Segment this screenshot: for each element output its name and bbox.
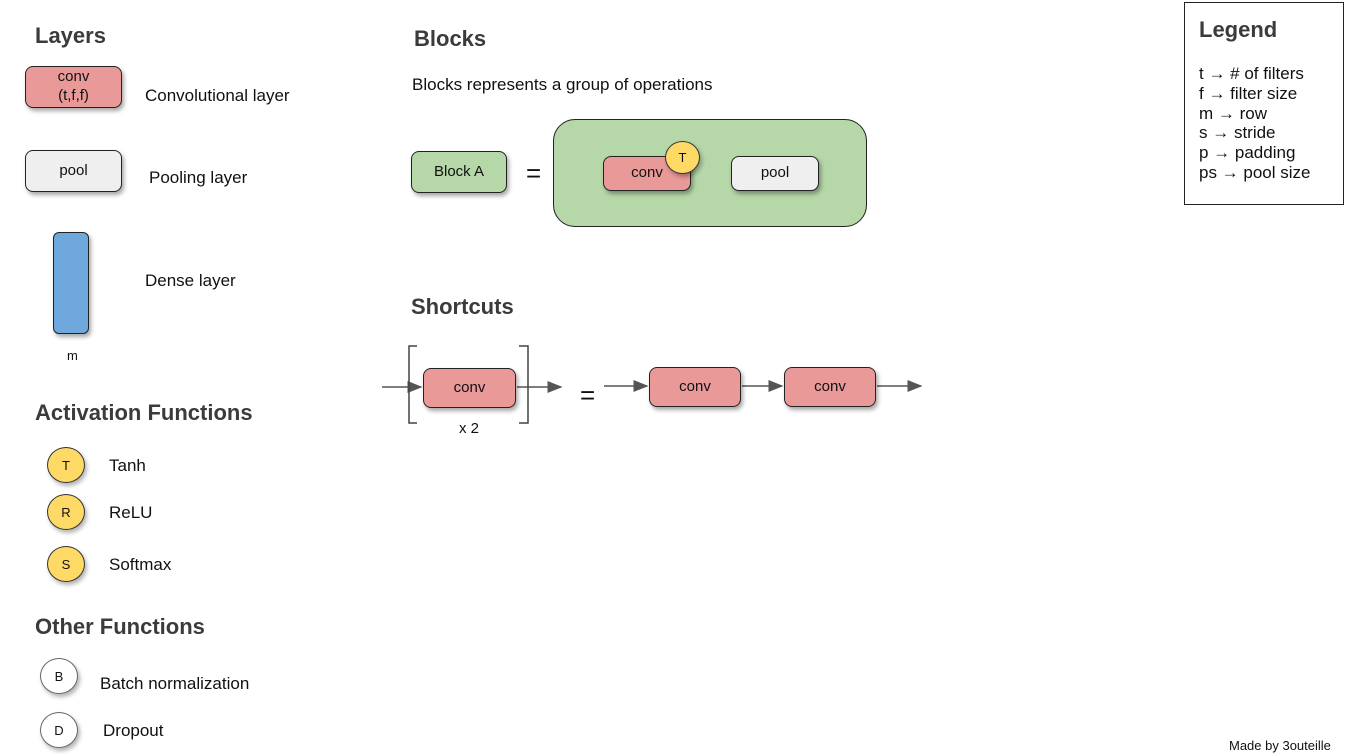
footer-credit: Made by 3outeille: [1229, 738, 1331, 753]
block-a-box: Block A: [411, 151, 507, 193]
dense-layer-label: Dense layer: [145, 271, 236, 290]
softmax-icon: S: [47, 546, 85, 582]
layers-heading: Layers: [35, 23, 106, 48]
conv-layer-box: conv (t,f,f): [25, 66, 122, 108]
batch-norm-label: Batch normalization: [100, 674, 250, 693]
block-a-contents: [553, 119, 867, 227]
conv-layer-box-line2: (t,f,f): [58, 87, 89, 104]
legend-line-f: f → filter size: [1199, 83, 1298, 103]
relu-label: ReLU: [109, 503, 153, 522]
pool-layer-label: Pooling layer: [149, 168, 248, 187]
softmax-label: Softmax: [109, 555, 172, 574]
relu-icon: R: [47, 494, 85, 530]
other-heading: Other Functions: [35, 614, 205, 639]
legend-list: t → # of filters f → filter size m → row…: [1199, 64, 1311, 183]
legend-line-s: s → stride: [1199, 123, 1276, 143]
block-tanh-icon: T: [665, 141, 700, 174]
dropout-icon: D: [40, 712, 78, 748]
bracket-left: [408, 345, 417, 424]
shortcut-conv-box: conv: [423, 368, 516, 408]
legend-line-ps: ps → pool size: [1199, 162, 1311, 182]
legend-line-m: m → row: [1199, 103, 1267, 123]
shortcuts-equals: =: [580, 380, 596, 410]
legend-line-t: t → # of filters: [1199, 64, 1304, 83]
pool-layer-box: pool: [25, 150, 122, 192]
blocks-heading: Blocks: [414, 26, 487, 51]
legend-line-p: p → padding: [1199, 143, 1296, 163]
activation-heading: Activation Functions: [35, 400, 253, 425]
block-pool-box: pool: [731, 156, 819, 191]
shortcut-repeat-label: x 2: [459, 420, 480, 437]
tanh-icon: T: [47, 447, 85, 483]
tanh-label: Tanh: [109, 456, 146, 475]
legend-panel: Legend t → # of filters f → filter size …: [1184, 2, 1344, 205]
batch-norm-icon: B: [40, 658, 78, 694]
bracket-right: [519, 345, 529, 424]
shortcut-conv-a-box: conv: [649, 367, 741, 407]
blocks-equals: =: [526, 158, 542, 188]
dense-layer-box: [53, 232, 89, 334]
blocks-description: Blocks represents a group of operations: [412, 75, 713, 94]
dropout-label: Dropout: [103, 721, 164, 740]
dense-layer-sub: m: [67, 348, 78, 363]
shortcuts-heading: Shortcuts: [411, 294, 514, 319]
conv-layer-label: Convolutional layer: [145, 86, 290, 105]
legend-title: Legend: [1199, 17, 1278, 42]
shortcut-conv-b-box: conv: [784, 367, 876, 407]
conv-layer-box-line1: conv: [57, 68, 90, 86]
